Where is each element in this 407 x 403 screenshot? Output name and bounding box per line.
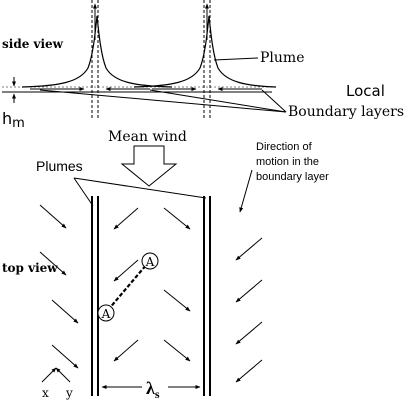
point-a-upper (141, 252, 159, 270)
direction-label-line3: boundary layer (256, 171, 329, 183)
boundary-layer-pointers (39, 89, 287, 113)
axis-x-line (41, 367, 57, 383)
plumes-pointer-left (73, 177, 94, 207)
mean-wind-arrow (120, 145, 178, 187)
flow-arrows-left (39, 204, 79, 369)
direction-label-line2: motion in the (256, 156, 319, 168)
flow-arrows-right (235, 237, 263, 383)
plume-label: Plume (260, 50, 304, 66)
local-label: Local (346, 82, 385, 100)
plume-strips (91, 196, 211, 396)
flow-arrows-middle (113, 207, 191, 362)
point-a-lower-label: A (101, 307, 111, 321)
axis-y-line (55, 367, 71, 383)
side-view-label: side view (2, 37, 64, 51)
hm-label: hm (2, 109, 25, 131)
mean-wind-label: Mean wind (108, 129, 187, 145)
top-view-label: top view (2, 261, 58, 275)
plume-shape-left (21, 15, 173, 88)
a-to-a-segment (107, 263, 148, 311)
boundary-layers-label: Boundary layers (288, 104, 404, 120)
point-a-upper-label: A (145, 255, 155, 269)
plumes-pointer-right (73, 177, 207, 199)
direction-label-line1: Direction of (256, 141, 313, 153)
axis-x-label: x (42, 386, 49, 400)
point-a-lower (97, 304, 115, 322)
lambda-label: λs (146, 378, 160, 401)
plume-pointer (213, 57, 259, 61)
direction-pointer (239, 169, 253, 213)
plumes-label: Plumes (36, 158, 83, 174)
plume-shape-right (133, 15, 277, 88)
axis-y-label: y (65, 386, 73, 400)
